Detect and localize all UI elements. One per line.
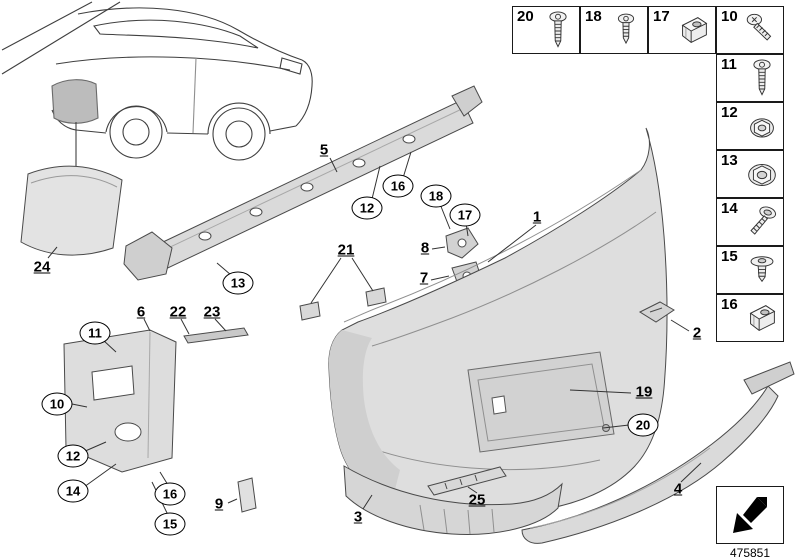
fastener-number: 17	[653, 8, 670, 25]
screw-with-washer-icon	[742, 201, 782, 245]
part-gasket-strip	[183, 327, 249, 344]
callout-21[interactable]: 21	[337, 241, 355, 259]
fastener-box-16[interactable]: 16	[716, 294, 784, 342]
callout-5[interactable]: 5	[319, 141, 329, 159]
part-support-strip	[427, 466, 507, 496]
callout-20[interactable]: 20	[627, 413, 659, 437]
part-impact-bar	[123, 85, 483, 281]
fastener-number: 10	[721, 8, 738, 25]
fastener-box-15[interactable]: 15	[716, 246, 784, 294]
leader-lines	[47, 151, 702, 516]
fastener-number: 18	[585, 8, 602, 25]
callout-18[interactable]: 18	[420, 184, 452, 208]
fastener-box-10[interactable]: 10	[716, 6, 784, 54]
car-illustration	[1, 1, 313, 168]
fastener-box-18[interactable]: 18	[580, 6, 648, 54]
callout-3[interactable]: 3	[353, 508, 363, 526]
callout-16[interactable]: 16	[382, 174, 414, 198]
callout-15[interactable]: 15	[154, 512, 186, 536]
part-bumper-cover	[328, 127, 668, 515]
fastener-box-14[interactable]: 14	[716, 198, 784, 246]
callout-17[interactable]: 17	[449, 203, 481, 227]
part-sensor-holders	[299, 287, 387, 321]
callout-14[interactable]: 14	[57, 479, 89, 503]
flange-nut-icon	[742, 105, 782, 149]
part-side-support	[63, 329, 177, 473]
self-tapping-screw-icon	[742, 9, 782, 53]
callout-16[interactable]: 16	[154, 482, 186, 506]
torx-screw-short-icon	[606, 9, 646, 53]
callout-4[interactable]: 4	[673, 480, 683, 498]
callout-12[interactable]: 12	[57, 444, 89, 468]
callout-24[interactable]: 24	[33, 258, 51, 276]
sheet-metal-clip-nut-icon	[742, 297, 782, 341]
fastener-number: 13	[721, 152, 738, 169]
part-rocker-strip	[521, 361, 795, 544]
callout-19[interactable]: 19	[635, 383, 653, 401]
recycling-symbol-icon	[733, 497, 767, 533]
fastener-number: 20	[517, 8, 534, 25]
flange-nut-large-icon	[742, 153, 782, 197]
fastener-number: 12	[721, 104, 738, 121]
expansion-rivet-icon	[742, 249, 782, 293]
torx-screw-icon	[742, 57, 782, 101]
fastener-box-11[interactable]: 11	[716, 54, 784, 102]
part-protective-film	[20, 165, 123, 256]
callout-6[interactable]: 6	[136, 303, 146, 321]
callout-7[interactable]: 7	[419, 269, 429, 287]
callout-25[interactable]: 25	[468, 491, 486, 509]
callout-12[interactable]: 12	[351, 196, 383, 220]
callout-13[interactable]: 13	[222, 271, 254, 295]
callout-22[interactable]: 22	[169, 303, 187, 321]
callout-10[interactable]: 10	[41, 392, 73, 416]
fastener-box-17[interactable]: 17	[648, 6, 716, 54]
callout-23[interactable]: 23	[203, 303, 221, 321]
fastener-box-20[interactable]: 20	[512, 6, 580, 54]
callout-11[interactable]: 11	[79, 321, 111, 345]
film-area-highlight	[51, 79, 99, 124]
fastener-number: 16	[721, 296, 738, 313]
fastener-number: 15	[721, 248, 738, 265]
fastener-box-13[interactable]: 13	[716, 150, 784, 198]
fastener-box-12[interactable]: 12	[716, 102, 784, 150]
callout-2[interactable]: 2	[692, 324, 702, 342]
part-lower-diffuser	[343, 465, 563, 535]
callout-8[interactable]: 8	[420, 239, 430, 257]
torx-screw-icon	[538, 9, 578, 53]
fastener-number: 11	[721, 56, 737, 73]
recycling-symbol-box[interactable]	[716, 486, 784, 544]
fastener-number: 14	[721, 200, 738, 217]
callout-9[interactable]: 9	[214, 495, 224, 513]
sheet-metal-clip-nut-icon	[674, 9, 714, 53]
diagram-number: 475851	[729, 546, 771, 560]
part-clip	[638, 301, 675, 323]
callout-1[interactable]: 1	[532, 208, 542, 226]
part-reflector	[237, 477, 257, 513]
